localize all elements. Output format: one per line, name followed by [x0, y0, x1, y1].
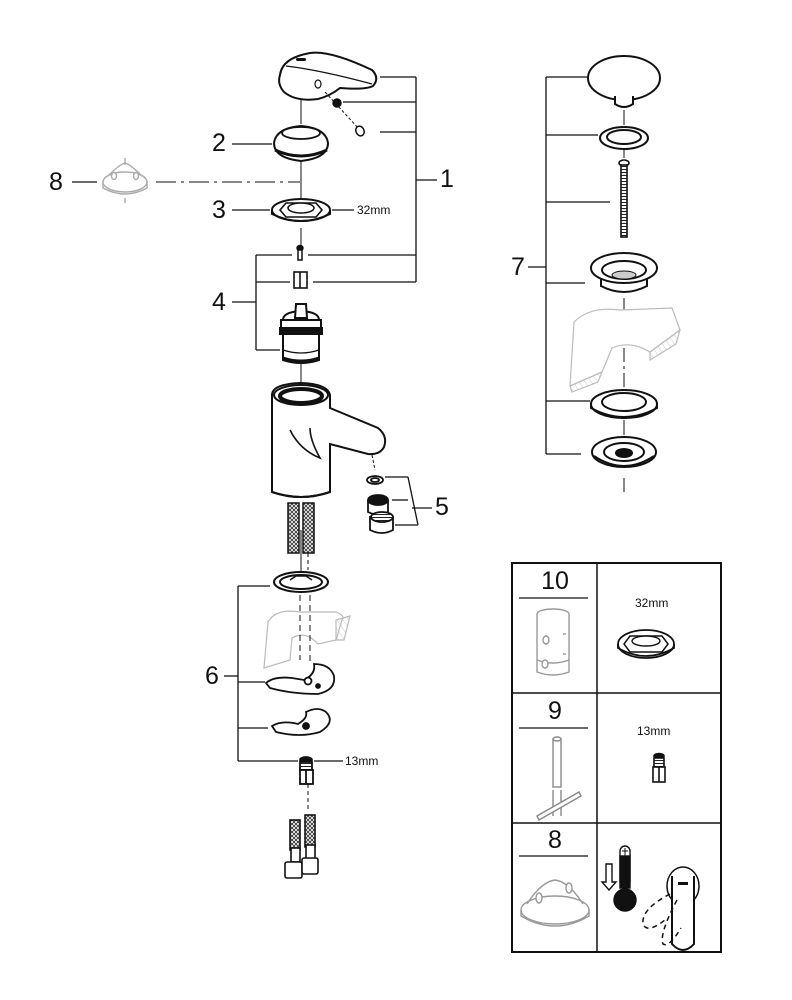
temperature-limiter-ghost-drawing: [102, 158, 148, 203]
callout-bracket-4: [232, 254, 292, 351]
mounting-washer-drawing: [273, 571, 329, 593]
waste-strainer-drawing: [591, 436, 657, 468]
socket-wrench-icon: [536, 608, 570, 676]
callout-label-4: 4: [212, 288, 226, 316]
callout-bracket-6: [224, 585, 298, 762]
cartridge-screw-drawing: [296, 244, 304, 261]
mounting-plate-lower-drawing: [270, 708, 331, 736]
callout-label-3: 3: [212, 196, 226, 224]
callout-label-5: 5: [435, 493, 449, 521]
temperature-limiter-icon: [520, 879, 590, 927]
callout-label-1: 1: [440, 165, 454, 193]
tool-spec-32mm: 32mm: [635, 596, 669, 610]
tool-number-9: 9: [548, 697, 562, 725]
lever-rotation-icon: [642, 866, 700, 951]
supply-hoses-drawing: [287, 502, 315, 570]
stud-nut-drawing: [299, 756, 314, 785]
thermometer-icon: [613, 845, 637, 912]
tool-spec-13mm: 13mm: [637, 724, 671, 738]
waste-flange-drawing: [590, 252, 658, 293]
aerator-set-drawing: [366, 454, 394, 534]
cartridge-adapter-drawing: [293, 271, 308, 289]
countertop-ghost-drawing: [263, 610, 351, 669]
callout-label-6: 6: [205, 662, 219, 690]
tools-table: 10 9 8 32mm 13mm: [511, 562, 722, 953]
callout-bracket-5: [385, 476, 432, 526]
escutcheon-drawing: [272, 124, 330, 163]
dimension-32mm: 32mm: [357, 203, 391, 217]
callout-label-7: 7: [511, 253, 525, 281]
faucet-body-drawing: [271, 381, 387, 498]
spindle-key-icon: [536, 736, 582, 821]
hose-ends-drawing: [284, 814, 319, 879]
tool-number-8: 8: [548, 826, 562, 854]
retaining-nut-drawing: [271, 198, 331, 222]
mounting-plate-upper-drawing: [264, 663, 336, 695]
plug-seal-drawing: [599, 126, 649, 150]
waste-locknut-drawing: [590, 389, 658, 419]
basin-ghost-drawing: [569, 307, 682, 393]
dimension-13mm: 13mm: [345, 754, 379, 768]
waste-screw-drawing: [618, 159, 630, 238]
cartridge-drawing: [279, 303, 323, 364]
tools-table-grid: [513, 564, 720, 951]
mounting-axes: [299, 595, 311, 665]
nut-32mm-icon: [617, 629, 675, 659]
lever-handle-drawing: [278, 51, 378, 101]
popup-plug-drawing: [587, 55, 661, 108]
callout-bracket-1: [308, 76, 437, 283]
grub-screw-drawing: [324, 91, 365, 137]
down-arrow-icon: [600, 863, 618, 892]
callout-bracket-7: [528, 76, 610, 455]
nut-13mm-icon: [652, 752, 666, 783]
callout-label-2: 2: [212, 129, 226, 157]
callout-label-8: 8: [49, 168, 63, 196]
tool-number-10: 10: [541, 567, 569, 595]
